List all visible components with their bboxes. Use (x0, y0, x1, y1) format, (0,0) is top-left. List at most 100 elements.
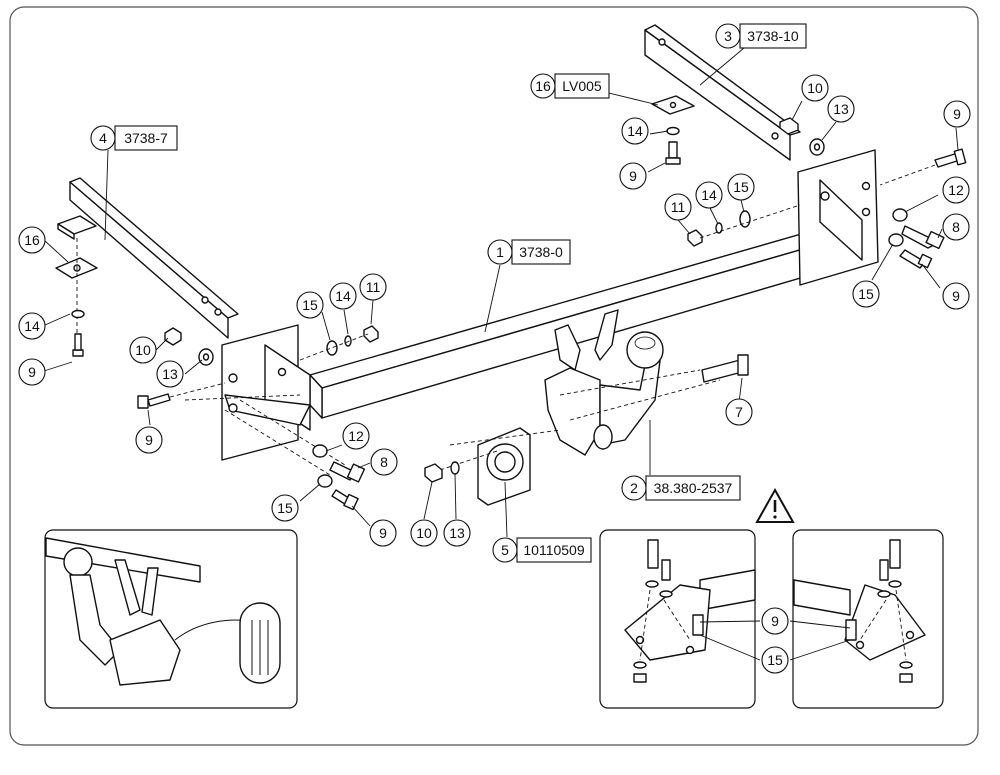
bolt-9-left (137, 382, 226, 409)
svg-text:15: 15 (858, 286, 874, 302)
part-code-16: LV005 (554, 73, 610, 99)
callout-9-left-mid: 9 (135, 426, 163, 454)
callout-16-left: 16 (18, 226, 46, 254)
part-code-5: 10110509 (516, 537, 592, 563)
callout-9-inset: 9 (761, 607, 789, 635)
callout-1: 1 (487, 239, 513, 265)
svg-text:13: 13 (162, 366, 178, 382)
svg-text:11: 11 (671, 199, 686, 215)
right-mounting-bracket (797, 149, 879, 286)
svg-text:1: 1 (496, 244, 504, 260)
svg-text:7: 7 (735, 404, 743, 420)
svg-text:11: 11 (366, 279, 381, 295)
lower-left-dashes (184, 394, 346, 476)
callout-12-right: 12 (942, 176, 970, 204)
callout-13-left: 13 (156, 360, 184, 388)
svg-text:15: 15 (302, 297, 318, 313)
socket-hardware (424, 461, 460, 483)
callout-14-right-top: 14 (621, 117, 649, 145)
callout-9-right-bottom: 9 (942, 282, 970, 310)
socket-plate (439, 427, 561, 506)
callout-2: 2 (621, 475, 647, 501)
left-mounting-bracket (221, 324, 311, 461)
crossbar (309, 219, 863, 419)
right-arm (644, 24, 801, 161)
svg-text:9: 9 (379, 525, 387, 541)
svg-text:12: 12 (348, 428, 364, 444)
warning-triangle-icon (755, 487, 795, 523)
callout-15-left-bottom: 15 (271, 494, 299, 522)
callout-7: 7 (725, 398, 753, 426)
svg-text:10: 10 (135, 342, 151, 358)
right-middle-hardware (687, 204, 801, 247)
callout-11-left: 11 (359, 273, 387, 301)
svg-text:LV005: LV005 (562, 78, 602, 94)
callout-13-socket: 13 (443, 519, 471, 547)
callout-10-left: 10 (129, 336, 157, 364)
bolt-9-right (879, 148, 967, 186)
callout-9-left-top: 9 (18, 358, 46, 386)
callout-3: 3 (715, 23, 741, 49)
left-plate (55, 215, 98, 350)
svg-text:16: 16 (24, 232, 40, 248)
svg-text:9: 9 (145, 432, 153, 448)
tow-ball-assembly (544, 309, 721, 456)
svg-text:16: 16 (535, 78, 551, 94)
svg-text:9: 9 (771, 613, 779, 629)
svg-text:3738-7: 3738-7 (124, 130, 168, 146)
svg-text:10: 10 (416, 525, 432, 541)
svg-text:13: 13 (449, 525, 465, 541)
svg-text:4: 4 (99, 130, 107, 146)
svg-text:8: 8 (952, 219, 960, 235)
part-code-2: 38.380-2537 (645, 475, 741, 501)
svg-text:2: 2 (630, 480, 638, 496)
inset-left-bracket-detail (599, 529, 756, 709)
inset-wiring (44, 529, 298, 709)
callout-10-right: 10 (801, 74, 829, 102)
callout-14-left-top: 14 (329, 282, 357, 310)
svg-text:3: 3 (724, 28, 732, 44)
left-bolt-stack (71, 309, 85, 357)
callout-15-inset: 15 (761, 646, 789, 674)
callout-4: 4 (90, 125, 116, 151)
left-top-hardware (299, 325, 379, 361)
callout-13-right: 13 (827, 95, 855, 123)
callout-11-right: 11 (664, 193, 692, 221)
svg-text:14: 14 (627, 123, 643, 139)
callout-15-left-top: 15 (296, 291, 324, 319)
svg-text:3738-10: 3738-10 (747, 28, 799, 44)
svg-text:3738-0: 3738-0 (519, 244, 563, 260)
callout-8-left: 8 (370, 448, 398, 476)
svg-text:13: 13 (833, 101, 849, 117)
callout-10-socket: 10 (410, 519, 438, 547)
svg-text:9: 9 (28, 364, 36, 380)
lower-left-bolts (312, 444, 366, 511)
callout-9-far-right-top: 9 (943, 100, 971, 128)
right-side-bolts (888, 208, 945, 269)
left-nut-washer (164, 327, 214, 366)
svg-text:38.380-2537: 38.380-2537 (654, 480, 733, 496)
right-plate (651, 95, 695, 165)
part-code-3: 3738-10 (739, 23, 807, 49)
svg-text:12: 12 (948, 182, 964, 198)
svg-text:14: 14 (335, 288, 351, 304)
callout-14-left: 14 (18, 312, 46, 340)
svg-text:10110509: 10110509 (523, 542, 584, 558)
svg-text:14: 14 (24, 318, 40, 334)
pin-7 (701, 354, 749, 383)
leader-lines (43, 47, 959, 661)
callout-15-right-mid: 15 (727, 173, 755, 201)
svg-text:10: 10 (807, 80, 823, 96)
left-arm (69, 177, 239, 339)
part-code-4: 3738-7 (114, 125, 178, 151)
callout-5: 5 (492, 537, 518, 563)
svg-text:15: 15 (767, 652, 783, 668)
callout-9-left-bottom: 9 (369, 519, 397, 547)
part-code-1: 3738-0 (511, 239, 571, 265)
svg-text:15: 15 (733, 179, 749, 195)
callout-12-left: 12 (342, 422, 370, 450)
callout-16-right: 16 (530, 73, 556, 99)
top-right-hardware (779, 117, 825, 156)
